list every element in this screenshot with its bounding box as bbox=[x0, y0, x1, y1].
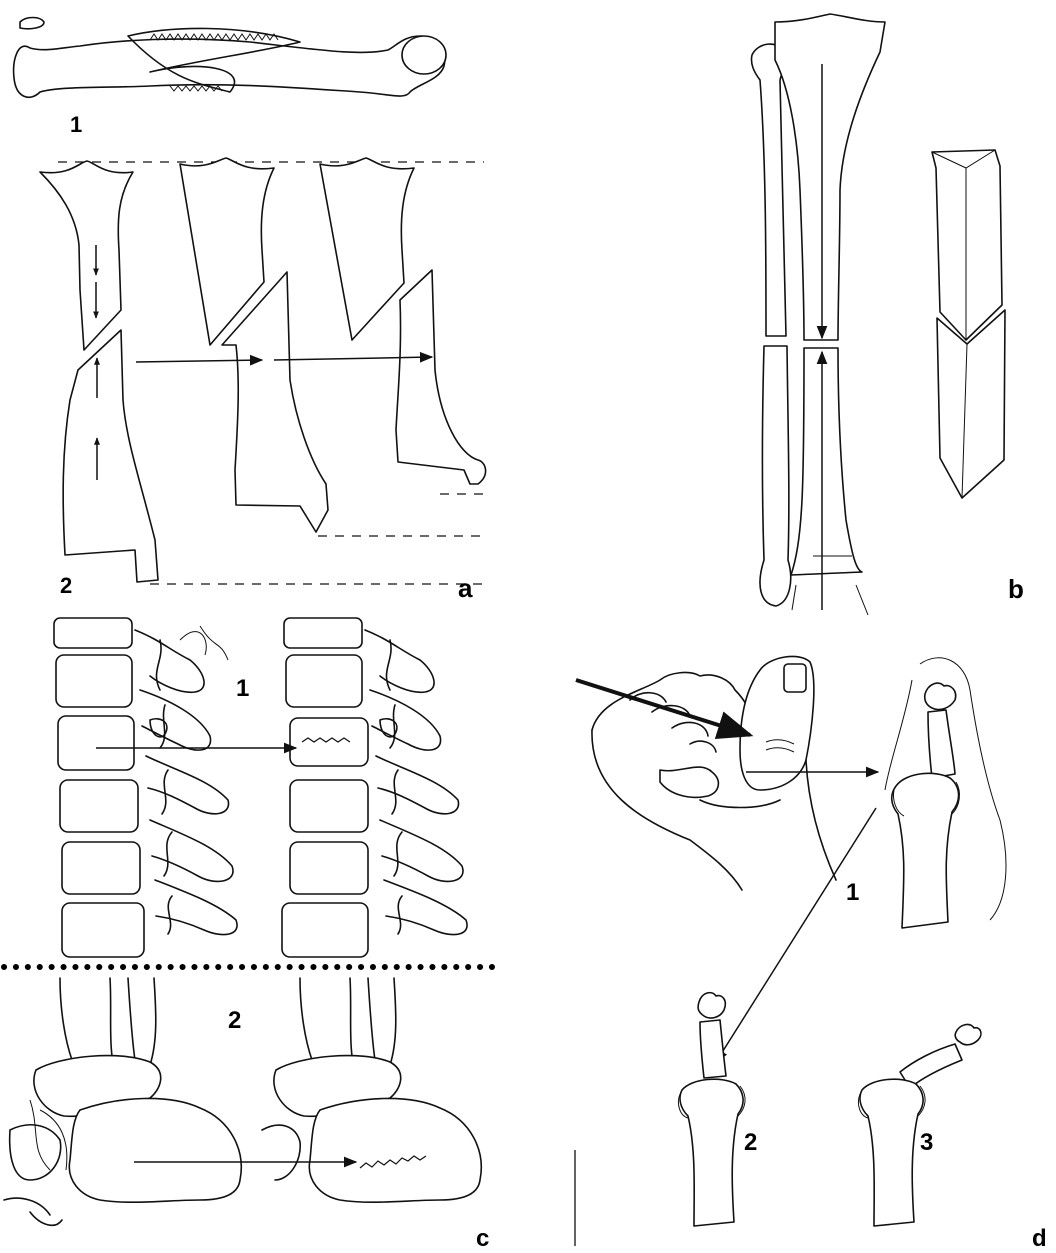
panel-b-letter: b bbox=[1008, 574, 1024, 604]
tibia-transverse-fracture bbox=[40, 161, 158, 582]
ankle-calcaneus-normal bbox=[4, 978, 241, 1225]
fibula-drawing bbox=[751, 44, 790, 606]
force-arrow bbox=[576, 680, 750, 735]
tibia-oblique-fracture bbox=[180, 158, 328, 532]
panel-d-sublabel-2: 2 bbox=[744, 1129, 757, 1156]
panel-a-sublabel-2: 2 bbox=[60, 573, 72, 598]
panel-c-letter: c bbox=[476, 1225, 489, 1248]
wedge-prism-drawing bbox=[932, 150, 1005, 498]
tibia-overriding-fracture bbox=[320, 158, 486, 484]
thumb-bones-3 bbox=[858, 1025, 981, 1226]
panel-d: 1 2 3 d bbox=[575, 656, 1047, 1248]
fist-thumb-drawing bbox=[592, 656, 836, 890]
panel-a: 1 2 a bbox=[14, 18, 486, 604]
thumb-bones-1 bbox=[885, 658, 1006, 928]
cervical-spine-fractured bbox=[282, 618, 467, 957]
panel-d-sublabel-1: 1 bbox=[846, 879, 859, 906]
panel-c-sublabel-1: 1 bbox=[236, 675, 249, 702]
panel-a-letter: a bbox=[458, 573, 473, 603]
panel-c-sublabel-2: 2 bbox=[228, 1007, 241, 1034]
arrow-d-step2 bbox=[716, 808, 876, 1062]
panel-a-sublabel-1: 1 bbox=[70, 112, 82, 137]
panel-d-letter: d bbox=[1032, 1225, 1047, 1248]
panel-d-sublabel-3: 3 bbox=[920, 1129, 933, 1156]
panel-b: b bbox=[751, 14, 1023, 615]
cervical-spine-normal bbox=[54, 618, 237, 957]
thumb-bones-2 bbox=[678, 993, 745, 1226]
femur-spiral-fracture-drawing bbox=[14, 18, 446, 98]
panel-c: 1 2 c bbox=[4, 618, 492, 1248]
tibia-drawing bbox=[775, 14, 885, 615]
ankle-calcaneus-fractured bbox=[262, 978, 481, 1202]
